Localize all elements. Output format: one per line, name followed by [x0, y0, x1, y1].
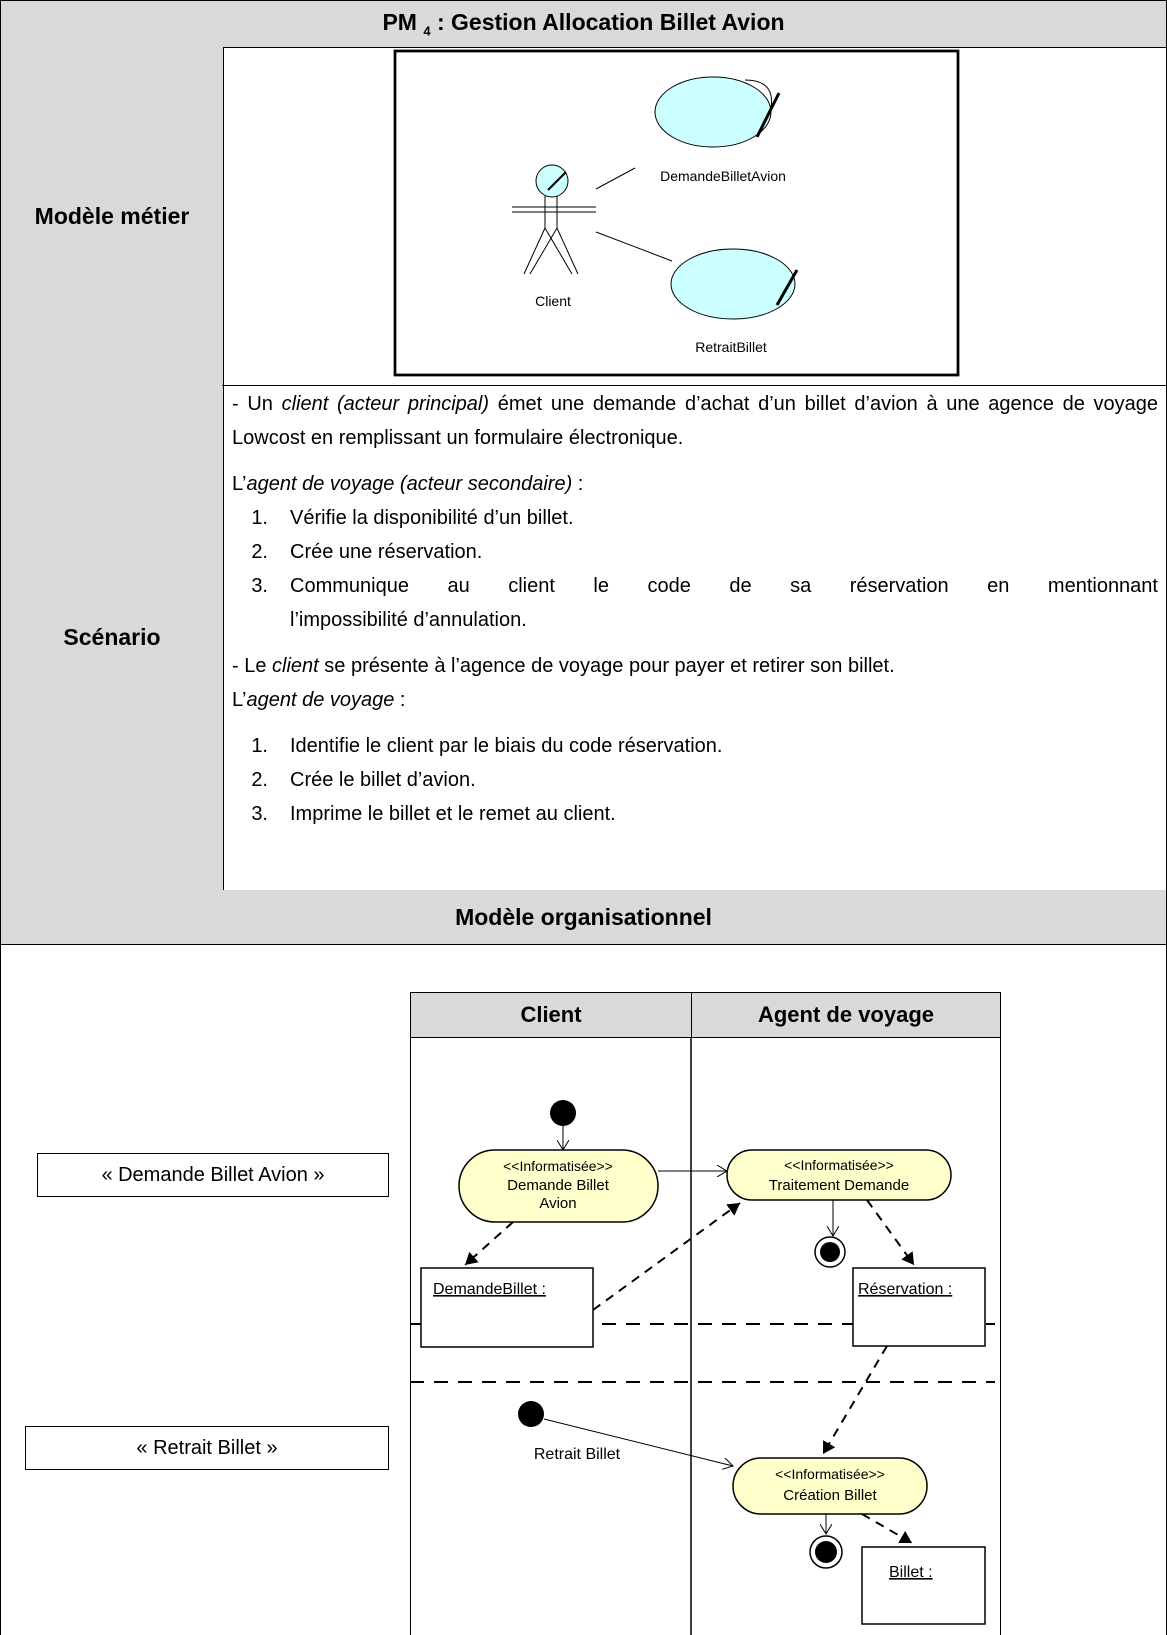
object-demande-billet: [420, 1267, 594, 1348]
action-demande-stereotype: <<Informatisée>>: [503, 1158, 613, 1174]
action-demande: [458, 1149, 659, 1223]
initial-node-retrait: [518, 1401, 544, 1427]
action-creation-line1: Création Billet: [783, 1487, 877, 1504]
action-traitement: [726, 1149, 952, 1201]
scenario-list-2: 1.Identifie le client par le biais du co…: [232, 729, 1158, 831]
page-title: PM 4 : Gestion Allocation Billet Avion: [382, 9, 785, 39]
action-traitement-stereotype: <<Informatisée>>: [784, 1157, 894, 1173]
scenario-para-2: - Le client se présente à l’agence de vo…: [232, 655, 895, 677]
process-retrait-box: « Retrait Billet »: [25, 1426, 389, 1470]
action-creation-stereotype: <<Informatisée>>: [775, 1466, 885, 1482]
initial-node-demande: [550, 1100, 576, 1126]
scenario-para-1: - Un client (acteur principal) émet une …: [232, 393, 1158, 449]
list-item: 3.Communique au client le code de sa rés…: [251, 575, 1158, 597]
modele-organisationnel-title-bar: Modèle organisationnel: [0, 890, 1167, 945]
object-billet: [861, 1546, 986, 1625]
modele-metier-label: Modèle métier: [0, 47, 224, 386]
scenario-cell: - Un client (acteur principal) émet une …: [222, 385, 1167, 891]
list-item: 2.Crée une réservation.: [251, 541, 483, 563]
scenario-agent-2: L’agent de voyage :: [232, 689, 406, 711]
scenario-list-1: 1.Vérifie la disponibilité d’un billet. …: [232, 501, 1158, 637]
object-reservation: [852, 1267, 986, 1347]
scenario-agent-1: L’agent de voyage (acteur secondaire) :: [232, 473, 584, 495]
list-item: 3.Imprime le billet et le remet au clien…: [251, 803, 616, 825]
list-item: 2.Crée le billet d’avion.: [251, 769, 476, 791]
action-demande-line2: Avion: [539, 1195, 576, 1212]
object-reservation-label: Réservation :: [858, 1281, 952, 1298]
title-bar: PM 4 : Gestion Allocation Billet Avion: [0, 0, 1167, 48]
object-billet-label: Billet :: [889, 1564, 933, 1581]
object-demande-billet-label: DemandeBillet :: [433, 1281, 546, 1298]
action-creation: [732, 1457, 928, 1515]
action-traitement-line1: Traitement Demande: [769, 1177, 909, 1194]
list-item: 1.Vérifie la disponibilité d’un billet.: [251, 507, 574, 529]
modele-organisationnel-title: Modèle organisationnel: [455, 903, 712, 930]
lane-agent-header: Agent de voyage: [691, 992, 1001, 1038]
list-item: 1.Identifie le client par le biais du co…: [251, 735, 723, 757]
action-demande-line1: Demande Billet: [507, 1177, 610, 1194]
list-item-continued: l’impossibilité d’annulation.: [290, 609, 527, 631]
event-retrait-label: Retrait Billet: [534, 1446, 621, 1463]
scenario-label: Scénario: [0, 385, 224, 891]
lane-client-header: Client: [410, 992, 692, 1038]
process-demande-box: « Demande Billet Avion »: [37, 1153, 389, 1197]
